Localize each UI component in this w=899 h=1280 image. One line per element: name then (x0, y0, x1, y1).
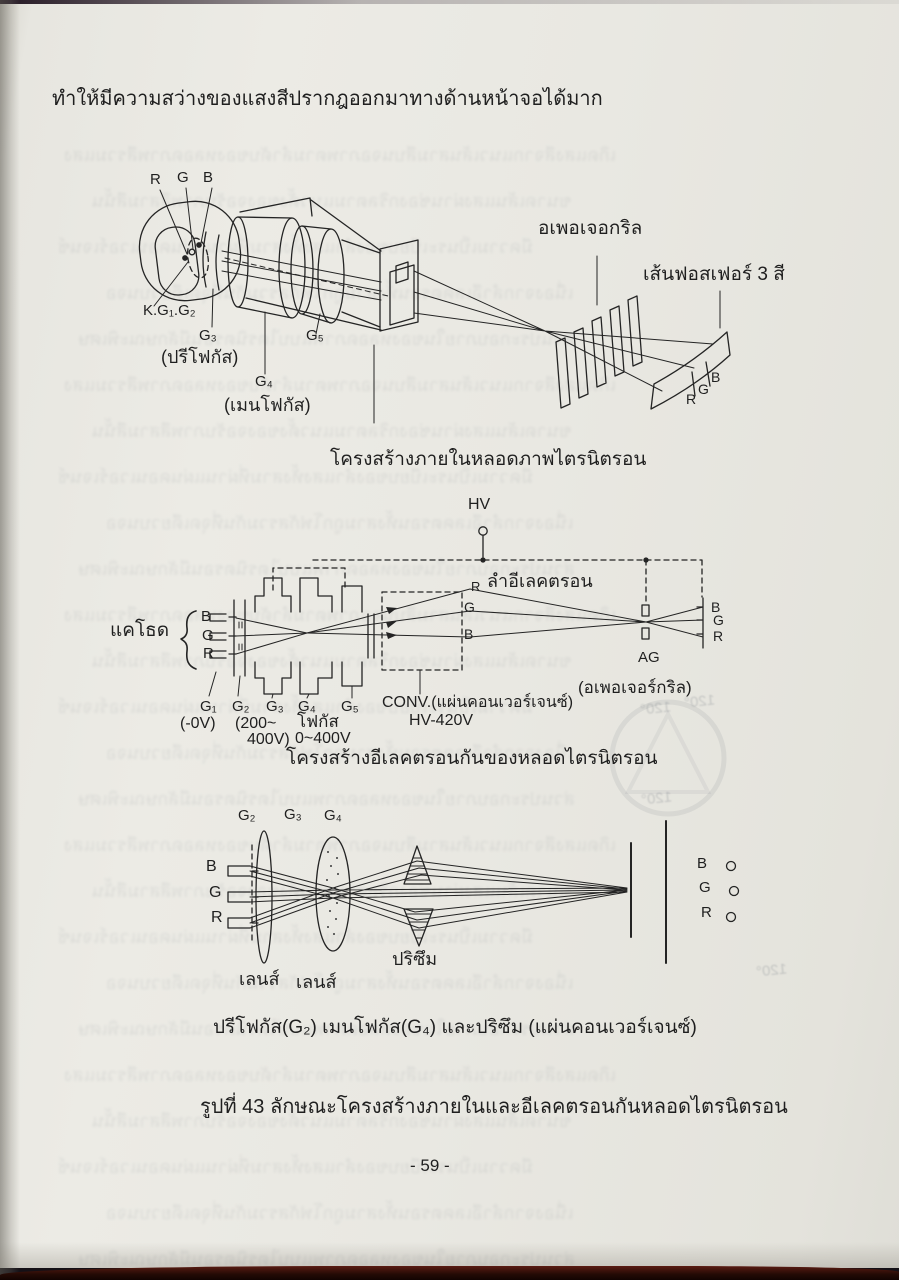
g4-lens-label: G₄ (324, 807, 342, 824)
figure-caption: รูปที่ 43 ลักษณะโครงสร้างภายในและอีเลคตร… (200, 1096, 788, 1118)
screen2-b-label: B (711, 599, 721, 615)
cathode-label: แคโธด (110, 620, 170, 641)
scan-bottom-shadow (0, 1242, 899, 1268)
screen2-r-label: R (713, 628, 724, 644)
g4-lead-label: G₄ (298, 698, 316, 715)
g2-lens-label: G₂ (238, 807, 256, 824)
screen2-g-label: G (713, 612, 724, 628)
screen-r-label: R (686, 391, 697, 407)
g4-label: G₄ (255, 373, 273, 390)
cathode-g-label: G (202, 627, 214, 644)
g2-lead-label: G₂ (232, 698, 250, 715)
scan-top-edge (0, 0, 899, 4)
g3-lens-label: G₃ (284, 806, 302, 823)
electron-beam-label: ลำอีเลคตรอน (487, 571, 593, 591)
scan-left-edge (0, 0, 20, 1280)
g2-voltage-label-a: (200~ (235, 715, 277, 732)
beam-r-label: R (150, 171, 161, 188)
focus-word-label: โฟกัส (297, 712, 339, 731)
lens2-label: เลนส์ (296, 972, 337, 992)
page-number: - 59 - (410, 1156, 450, 1175)
lens2-stipple (326, 851, 339, 935)
g2-voltage-label-b: 400V) (247, 731, 290, 748)
g1-voltage-label: (-0V) (180, 715, 216, 732)
out-b-label: B (697, 855, 708, 872)
gun-g-label: G (209, 884, 222, 901)
hv-terminal-label: HV (468, 496, 491, 513)
diagram3-caption: ปรีโฟกัส(G₂) เมนโฟกัส(G₄) และปริซึม (แผ่… (213, 1017, 697, 1038)
lens-prism-diagram-linework (228, 821, 739, 963)
screen-g-label: G (698, 381, 709, 397)
g5-label: G₅ (306, 327, 324, 344)
mainfocus-label: (เมนโฟกัส) (224, 395, 311, 415)
beam-b-tag: B (464, 626, 474, 642)
convergence-plate-label: CONV.(แผ่นคอนเวอร์เจนซ์) (382, 694, 574, 711)
beam-g-tag: G (464, 599, 475, 615)
cathode-b-label: B (201, 608, 212, 625)
focus-voltage-label: 0~400V (295, 730, 351, 747)
ag-full-label: (อเพอเจอร์กริล) (578, 678, 692, 697)
gun-b-label: B (206, 858, 217, 875)
prefocus-label: (ปรีโฟกัส) (161, 347, 239, 367)
g3-label: G₃ (199, 327, 217, 344)
g1-lead-label: G₁ (200, 698, 217, 715)
beam-b-label: B (203, 169, 214, 186)
prism-label: ปริซึม (392, 949, 438, 969)
lens1-label: เลนส์ (239, 969, 280, 989)
body-text-line: ทำให้มีความสว่างของแสงสีปรากฎออกมาทางด้า… (52, 88, 603, 110)
g5-lead-label: G₅ (341, 698, 359, 715)
out-g-label: G (699, 879, 711, 896)
diagram2-caption: โครงสร้างอีเลคตรอนกันของหลอดไตรนิตรอน (286, 748, 658, 769)
aperture-grille-label: อเพอเจอกริล (538, 218, 643, 239)
ag-label: AG (638, 649, 660, 666)
electron-gun-schematic-linework (181, 527, 703, 698)
diagram1-caption: โครงสร้างภายในหลอดภาพไตรนิตรอน (330, 449, 647, 470)
screen-b-label: B (711, 369, 721, 385)
phosphor-stripes-label: เส้นฟอสเฟอร์ 3 สี (643, 264, 785, 285)
tube-3d-diagram-linework (134, 188, 730, 423)
out-r-label: R (701, 904, 712, 921)
beam-g-label: G (177, 169, 189, 186)
scan-bottom-edge (0, 1266, 899, 1280)
cathode-g1-g2-label: K.G₁.G₂ (143, 302, 196, 319)
beam-r-tag: R (471, 579, 481, 594)
cathode-r-label: R (203, 645, 214, 662)
hv420-voltage-label: HV-420V (409, 712, 474, 729)
bleedthrough-figure-ghost (612, 702, 724, 814)
g3-lead-label: G₃ (266, 698, 284, 715)
gun-r-label: R (211, 909, 223, 926)
